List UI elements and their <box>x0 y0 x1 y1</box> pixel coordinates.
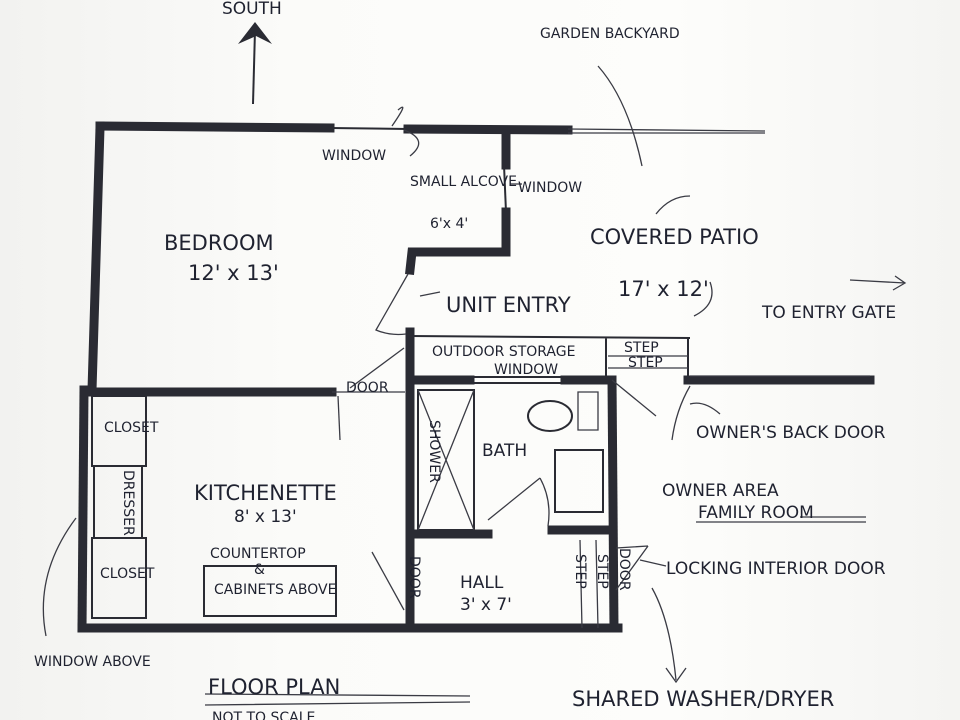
kitchenette-label: KITCHENETTE <box>194 481 337 505</box>
shower-label: SHOWER <box>426 420 442 483</box>
alcove-top-wall <box>403 124 573 135</box>
step-hall-label: STEP <box>572 554 588 589</box>
toilet-vanity <box>554 449 604 513</box>
bedroom-exterior-wall <box>79 121 105 395</box>
step-label-2: STEP <box>628 355 663 371</box>
kitchen-door-swing <box>371 551 405 611</box>
ampersand-label: & <box>254 562 265 578</box>
garden-fence <box>567 128 766 134</box>
vanity-fixture <box>577 391 599 431</box>
alcove-wall <box>405 125 511 275</box>
window-top-label: WINDOW <box>322 148 386 164</box>
door-interior-label: DOOR <box>616 548 632 591</box>
step-label-1: STEP <box>624 340 659 356</box>
closet-top-label: CLOSET <box>104 420 159 436</box>
hall-dim-label: 3' x 7' <box>460 595 512 615</box>
step-hall-label-2: STEP <box>594 554 610 589</box>
closet-bottom-box <box>91 537 147 619</box>
left-wall <box>77 385 89 633</box>
alcove-dim-label: 6'x 4' <box>430 216 468 232</box>
door-bedroom-label: DOOR <box>346 380 389 396</box>
bedroom-door-swing <box>337 395 341 441</box>
alcove-window-line <box>503 164 507 213</box>
window-storage-label: WINDOW <box>494 362 558 378</box>
storage-window-line <box>470 376 565 384</box>
door-hall-label: DOOR <box>406 556 422 599</box>
shared-washer-dryer-label: SHARED WASHER/DRYER <box>572 687 834 711</box>
countertop-label: COUNTERTOP <box>210 546 306 562</box>
step-lines <box>608 355 688 369</box>
south-arrow-icon <box>238 22 272 105</box>
window-above-label: WINDOW ABOVE <box>34 654 151 670</box>
owner-area-label: OWNER AREA <box>662 481 779 501</box>
countertop-box <box>203 565 337 617</box>
toilet-icon <box>527 400 573 432</box>
owners-door-swing <box>611 379 691 441</box>
not-to-scale-label: NOT TO SCALE <box>212 710 315 720</box>
dresser-label: DRESSER <box>120 470 136 536</box>
family-room-label: FAMILY ROOM <box>698 503 814 523</box>
bath-door-swing <box>487 477 550 527</box>
garden-backyard-label: GARDEN BACKYARD <box>540 26 680 42</box>
hall-label: HALL <box>460 573 504 593</box>
shower-cross <box>417 389 475 531</box>
kitchenette-dim-label: 8' x 13' <box>234 507 297 527</box>
closet-bottom-label: CLOSET <box>100 566 155 582</box>
outdoor-storage-label: OUTDOOR STORAGE <box>432 344 575 360</box>
bedroom-label: BEDROOM <box>164 231 274 255</box>
bath-right-wall <box>607 375 619 633</box>
owners-back-door-label: OWNER'S BACK DOOR <box>696 423 886 443</box>
small-alcove-label: SMALL ALCOVE <box>410 174 517 190</box>
top-window-line <box>329 127 409 130</box>
leader-arrows <box>42 65 907 706</box>
unit-entry-door-swing <box>375 273 409 336</box>
floor-plan-title: FLOOR PLAN <box>208 675 340 699</box>
interior-door-swing <box>615 545 649 591</box>
locking-interior-door-label: LOCKING INTERIOR DOOR <box>666 559 886 579</box>
cabinets-above-label: CABINETS ABOVE <box>214 582 336 598</box>
bath-label: BATH <box>482 441 527 461</box>
covered-patio-label: COVERED PATIO <box>590 225 759 249</box>
window-alcove-label: WINDOW <box>518 180 582 196</box>
to-entry-gate-label: TO ENTRY GATE <box>761 303 896 323</box>
bedroom-dim-label: 12' x 13' <box>188 261 279 285</box>
outdoor-storage-box <box>409 335 691 380</box>
patio-dim-label: 17' x 12' <box>618 277 709 301</box>
unit-entry-label: UNIT ENTRY <box>446 293 571 317</box>
hall-step-lines <box>579 539 599 629</box>
compass-label: SOUTH <box>222 0 282 19</box>
top-wall <box>95 121 335 133</box>
